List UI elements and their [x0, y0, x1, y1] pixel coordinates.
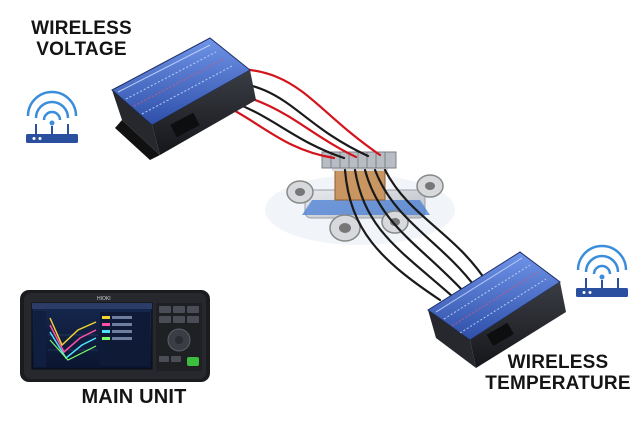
- main-unit-device: HIOKI: [20, 290, 210, 382]
- vehicle-chassis: [265, 151, 455, 245]
- wireless-temperature-line1: WIRELESS: [507, 352, 609, 373]
- main-unit-label: MAIN UNIT: [81, 386, 187, 408]
- vehicle-wheel: [286, 180, 314, 204]
- wireless-voltage-line2: VOLTAGE: [36, 39, 127, 61]
- main-unit-controls: [156, 303, 202, 371]
- wireless-voltage-label: WIRELESS VOLTAGE: [14, 18, 149, 61]
- wireless-voltage-module: [111, 37, 256, 160]
- vehicle-wheel: [329, 214, 361, 242]
- temperature-wires: [343, 168, 490, 302]
- main-unit-screen: [31, 302, 153, 370]
- main-unit-brand: HIOKI: [97, 296, 111, 302]
- wireless-temperature-label: WIRELESS TEMPERATURE: [478, 352, 638, 395]
- wifi-router-icon-right: [576, 244, 628, 297]
- wifi-router-icon-left: [26, 90, 78, 143]
- wireless-voltage-line1: WIRELESS: [31, 18, 132, 39]
- vehicle-wheel: [416, 174, 444, 198]
- wireless-temperature-module: [427, 251, 566, 368]
- wireless-temperature-line2: TEMPERATURE: [485, 373, 631, 395]
- start-key-icon: [187, 357, 199, 366]
